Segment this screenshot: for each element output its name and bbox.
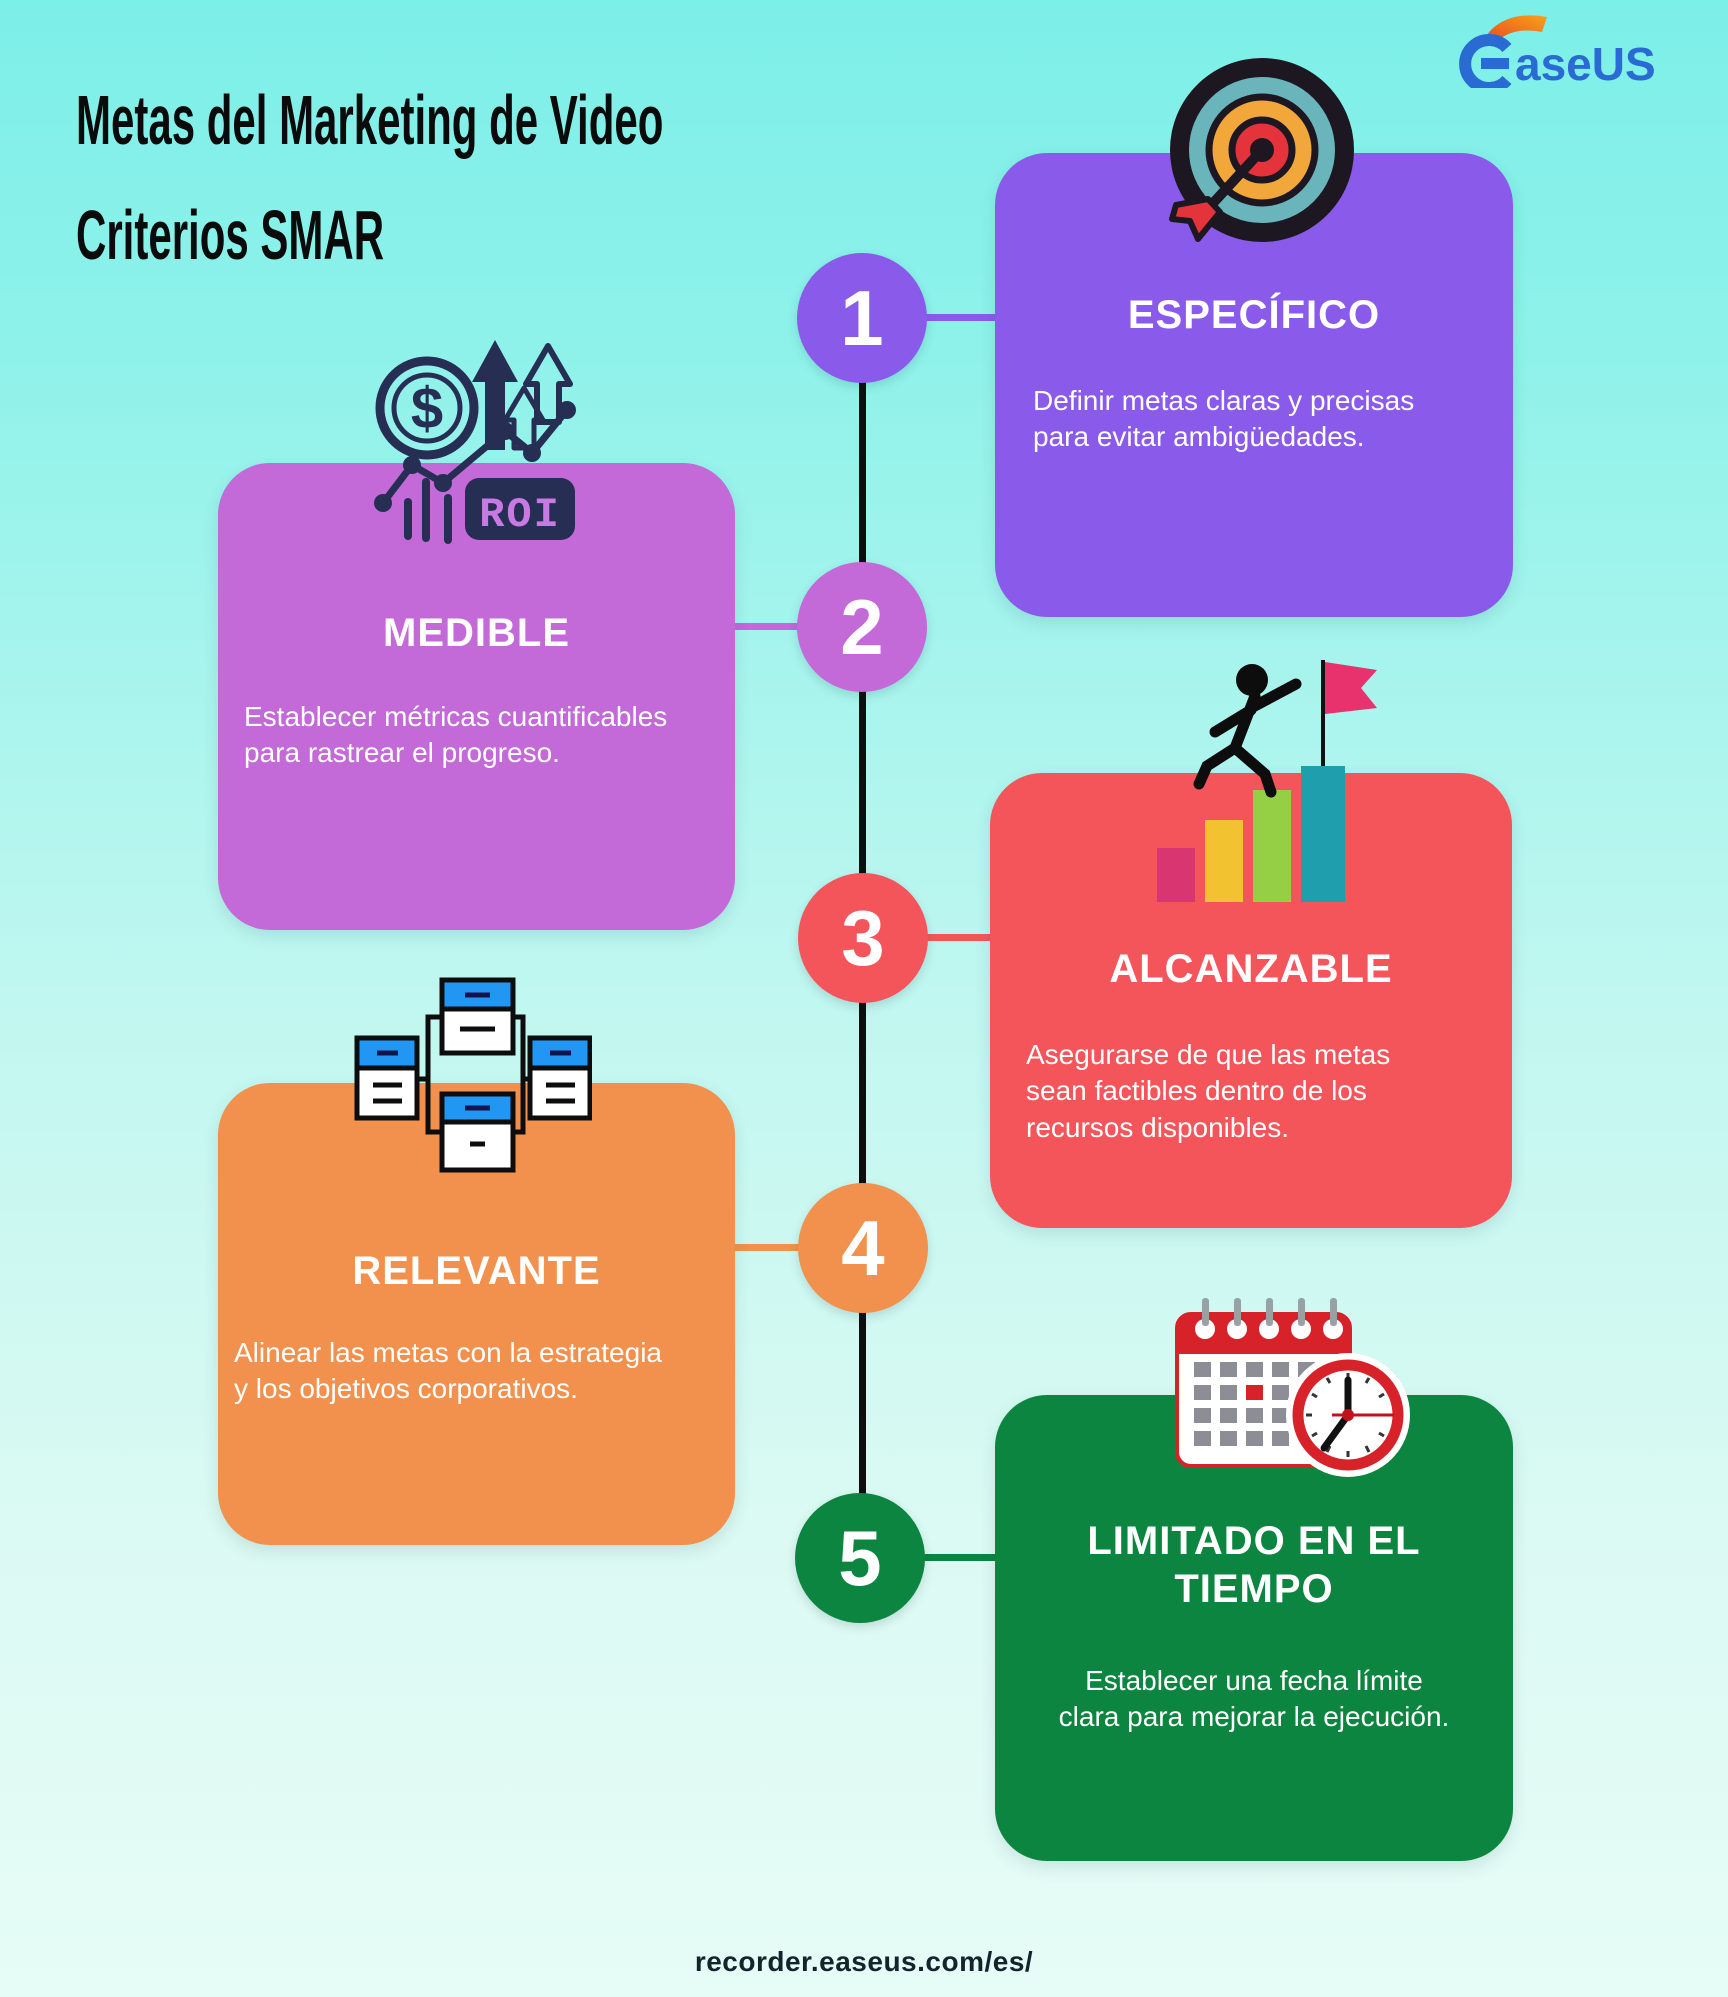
step-number-badge-1: 1 [797,253,927,383]
step-card-alcanzable: ALCANZABLE Asegurarse de que las metas s… [990,773,1512,1228]
step-title: RELEVANTE [352,1249,601,1293]
step-number-badge-5: 5 [795,1493,925,1623]
step-card-relevante: RELEVANTE Alinear las metas con la estra… [218,1083,735,1545]
bar-chart-climb-flag-icon [1157,660,1377,902]
connector-step-5 [915,1554,1007,1561]
step-title: ESPECÍFICO [1127,293,1381,337]
connector-step-3 [915,934,1002,941]
easeus-logo-e-icon [1459,34,1512,94]
step-number: 1 [840,273,884,362]
target-dartboard-icon [1169,58,1354,242]
server-node-right [527,1035,592,1121]
step-title: MEDIBLE [383,611,570,655]
page-title-line-2: Criterios SMAR [76,196,385,274]
dollar-symbol: $ [411,376,443,441]
step-number-badge-2: 2 [797,562,927,692]
step-number: 4 [841,1203,885,1292]
roi-badge-label: ROI [479,491,561,539]
step-description: Establecer métricas cuantificables para … [244,701,668,769]
connector-step-1 [915,314,1007,321]
step-title: LIMITADO EN EL TIEMPO [1087,1519,1421,1611]
climbing-person-icon [1193,664,1302,798]
network-servers-icon [354,977,592,1173]
connector-step-2 [726,623,818,630]
easeus-logo: aseUS [1455,8,1705,94]
easeus-logo-text: aseUS [1515,38,1656,88]
page-title-line-1: Metas del Marketing de Video [76,81,664,159]
roi-growth-icon: $ ROI [374,340,576,544]
step-description: Establecer una fecha límite clara para m… [1058,1665,1450,1733]
server-node-top [439,977,516,1056]
step-number: 2 [840,582,884,671]
easeus-logo-icon: aseUS [1459,15,1656,94]
step-description: Definir metas claras y precisas para evi… [1033,385,1415,453]
step-number-badge-4: 4 [798,1183,928,1313]
step-description: Alinear las metas con la estrategia y lo… [234,1337,662,1405]
calendar-rings [1195,1298,1343,1339]
step-card-limitado-en-el-tiempo: LIMITADO EN EL TIEMPO Establecer una fec… [995,1395,1513,1861]
calendar-clock-icon [1175,1298,1410,1477]
step-description: Asegurarse de que las metas sean factibl… [1026,1039,1391,1143]
footer-url: recorder.easeus.com/es/ [694,1946,1034,1977]
step-card-medible: MEDIBLE Establecer métricas cuantificabl… [218,463,735,930]
server-node-bottom [439,1091,516,1173]
connector-step-4 [726,1244,818,1251]
step-number-badge-3: 3 [798,873,928,1003]
clock-icon [1286,1353,1410,1477]
step-number: 3 [841,893,885,982]
step-number: 5 [838,1513,882,1602]
step-title: ALCANZABLE [1109,947,1393,991]
server-node-left [354,1035,420,1121]
